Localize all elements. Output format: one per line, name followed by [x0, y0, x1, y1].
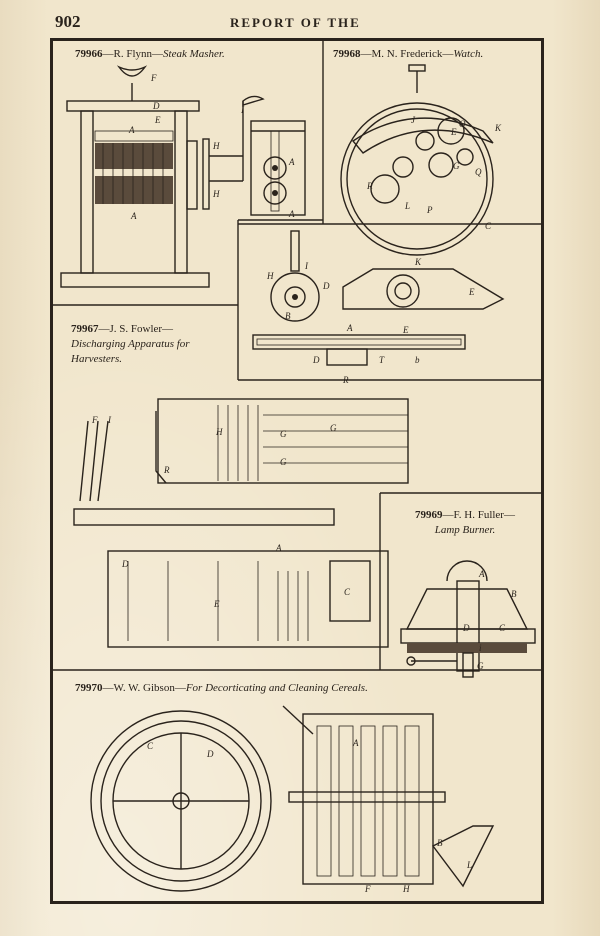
- svg-text:I: I: [240, 105, 245, 115]
- svg-text:G: G: [477, 661, 484, 671]
- svg-text:D: D: [462, 623, 470, 633]
- patent-number: 79967: [71, 323, 99, 335]
- svg-text:A: A: [288, 157, 295, 167]
- patent-number: 79968: [333, 48, 361, 60]
- svg-text:A: A: [275, 543, 282, 553]
- svg-text:D: D: [121, 559, 129, 569]
- svg-text:G: G: [453, 161, 460, 171]
- svg-text:C: C: [499, 623, 506, 633]
- watch-detail-drawing: I H D B K E A E D T b R: [252, 230, 505, 385]
- patent-79966-caption: 79966—R. Flynn—Steak Masher.: [75, 47, 225, 62]
- patent-79969-caption: 79969—F. H. Fuller— Lamp Burner.: [395, 508, 535, 538]
- running-head: REPORT OF THE: [230, 15, 361, 30]
- svg-text:B: B: [511, 589, 517, 599]
- harvester-drawing: F I R H G G G A D C E: [73, 398, 409, 648]
- patent-79970-caption: 79970—W. W. Gibson—For Decorticating and…: [75, 681, 368, 696]
- watch-drawing: J E O K R G Q L P C: [340, 64, 502, 256]
- cereal-wheel-drawing: C D: [90, 710, 272, 892]
- invention-title-line-1: Discharging Apparatus for: [71, 338, 190, 350]
- svg-text:E: E: [450, 127, 457, 137]
- svg-text:L: L: [466, 860, 472, 870]
- svg-text:G: G: [280, 429, 287, 439]
- svg-text:A: A: [288, 209, 295, 219]
- svg-text:H: H: [212, 189, 220, 199]
- svg-text:D: D: [206, 749, 214, 759]
- svg-text:H: H: [212, 141, 220, 151]
- svg-text:H: H: [402, 884, 410, 894]
- svg-text:C: C: [485, 221, 492, 231]
- svg-text:b: b: [415, 355, 420, 365]
- svg-text:G: G: [330, 423, 337, 433]
- page-number: 902: [55, 12, 81, 31]
- svg-text:Q: Q: [475, 167, 482, 177]
- svg-text:K: K: [494, 123, 502, 133]
- svg-text:T: T: [379, 355, 385, 365]
- svg-text:I: I: [107, 415, 112, 425]
- svg-text:A: A: [130, 211, 137, 221]
- svg-text:A: A: [346, 323, 353, 333]
- svg-text:A: A: [352, 738, 359, 748]
- svg-text:R: R: [163, 465, 170, 475]
- engraving-plate: 79966—R. Flynn—Steak Masher. F D: [50, 38, 544, 904]
- svg-text:R: R: [366, 181, 373, 191]
- svg-text:O: O: [459, 119, 466, 129]
- svg-text:J: J: [411, 115, 416, 125]
- svg-text:C: C: [147, 741, 154, 751]
- lamp-burner-drawing: A B D C i G: [400, 560, 536, 678]
- invention-title: Steak Masher.: [163, 48, 225, 60]
- inventor: —F. H. Fuller—: [442, 509, 515, 521]
- svg-text:B: B: [285, 311, 291, 321]
- svg-text:I: I: [304, 261, 309, 271]
- svg-text:E: E: [402, 325, 409, 335]
- inventor: —R. Flynn—: [102, 48, 164, 60]
- svg-text:C: C: [344, 587, 351, 597]
- svg-text:K: K: [414, 257, 422, 267]
- svg-text:i: i: [479, 643, 482, 653]
- svg-text:D: D: [322, 281, 330, 291]
- svg-text:B: B: [437, 838, 443, 848]
- inventor: —M. N. Frederick—: [360, 48, 454, 60]
- panel-dividers: [50, 38, 544, 671]
- patent-number: 79966: [75, 48, 103, 60]
- patent-number: 79969: [415, 509, 443, 521]
- svg-text:L: L: [404, 201, 410, 211]
- svg-text:R: R: [342, 375, 349, 385]
- invention-title: Lamp Burner.: [434, 524, 496, 536]
- svg-text:A: A: [128, 125, 135, 135]
- svg-text:D: D: [152, 101, 160, 111]
- patent-79968-caption: 79968—M. N. Frederick—Watch.: [333, 47, 483, 62]
- svg-text:D: D: [312, 355, 320, 365]
- patent-number: 79970: [75, 682, 103, 694]
- svg-text:P: P: [426, 205, 433, 215]
- svg-text:H: H: [266, 271, 274, 281]
- invention-title: Watch.: [453, 48, 484, 60]
- patent-79967-caption: 79967—J. S. Fowler— Discharging Apparatu…: [71, 322, 190, 367]
- svg-text:F: F: [91, 415, 98, 425]
- inventor: —W. W. Gibson—: [102, 682, 186, 694]
- svg-text:A: A: [478, 569, 485, 579]
- invention-title-line-2: Harvesters.: [71, 353, 123, 365]
- svg-text:G: G: [280, 457, 287, 467]
- cereal-machine-drawing: A B L F H: [282, 705, 495, 894]
- svg-text:F: F: [364, 884, 371, 894]
- invention-title: For Decorticating and Cleaning Cereals.: [185, 682, 368, 694]
- svg-text:E: E: [213, 599, 220, 609]
- svg-text:H: H: [215, 427, 223, 437]
- inventor: —J. S. Fowler—: [98, 323, 174, 335]
- svg-text:E: E: [468, 287, 475, 297]
- steak-masher-drawing: F D E A H I H A A A: [60, 65, 306, 288]
- svg-text:F: F: [150, 73, 157, 83]
- svg-text:E: E: [154, 115, 161, 125]
